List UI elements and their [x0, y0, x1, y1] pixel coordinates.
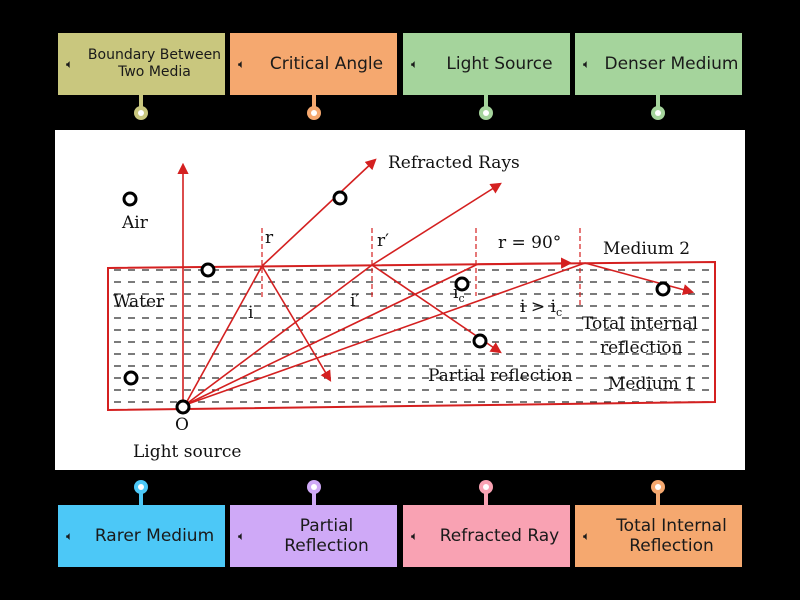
speaker-icon[interactable]: 🔈︎ — [238, 528, 246, 543]
label-text: Total Internal Reflection — [616, 516, 727, 556]
reflected-ray-1 — [261, 265, 332, 382]
label-text: Light Source — [446, 54, 553, 74]
r-prime-text: r′ — [377, 231, 389, 251]
drop-target-critical-angle — [454, 276, 470, 292]
label-text: Boundary Between Two Media — [87, 47, 222, 80]
drop-target-air — [122, 191, 138, 207]
incident-ray-2 — [184, 264, 373, 406]
label-tile-critical-angle[interactable]: 🔈︎ Critical Angle — [230, 33, 397, 95]
label-tile-partial-reflection[interactable]: 🔈︎ Partial Reflection — [230, 505, 397, 567]
refracted-ray-2 — [371, 182, 502, 266]
water-text: Water — [113, 292, 165, 312]
air-text: Air — [121, 213, 149, 233]
label-text: Denser Medium — [604, 54, 739, 74]
refraction-diagram: Refracted Rays Air Water r r′ r = 90° Me… — [107, 153, 716, 462]
speaker-icon[interactable]: 🔈︎ — [66, 528, 74, 543]
ic-text: ic — [453, 283, 465, 305]
o-text: O — [175, 415, 189, 435]
label-text: Critical Angle — [269, 54, 384, 74]
drop-target-light-source — [175, 399, 191, 415]
i-greater-ic-text: i > ic — [520, 297, 562, 319]
light-source-text: Light source — [133, 442, 241, 462]
partial-reflection-text: Partial reflection — [428, 366, 573, 386]
normals — [261, 228, 581, 305]
label-tile-total-internal-reflection[interactable]: 🔈︎ Total Internal Reflection — [575, 505, 742, 567]
label-text: Rarer Medium — [94, 526, 215, 546]
tir-text-1: Total internal — [582, 314, 698, 334]
speaker-icon[interactable]: 🔈︎ — [238, 56, 246, 71]
refracted-ray-1 — [261, 158, 377, 267]
speaker-icon[interactable]: 🔈︎ — [411, 56, 419, 71]
grazing-ray — [477, 257, 573, 269]
speaker-icon[interactable]: 🔈︎ — [411, 528, 419, 543]
i-text: i — [248, 303, 254, 323]
rays — [177, 158, 695, 406]
refracted-rays-text: Refracted Rays — [388, 153, 520, 173]
tir-ray — [584, 262, 695, 296]
label-tile-boundary[interactable]: 🔈︎ Boundary Between Two Media — [58, 33, 225, 95]
speaker-icon[interactable]: 🔈︎ — [583, 56, 591, 71]
drop-target-boundary — [200, 262, 216, 278]
label-tile-denser-medium[interactable]: 🔈︎ Denser Medium — [575, 33, 742, 95]
incident-ray-tir — [184, 262, 586, 406]
label-text: Partial Reflection — [284, 516, 369, 556]
medium-2-text: Medium 2 — [603, 239, 690, 259]
incident-ray-critical — [184, 263, 479, 406]
drop-target-water — [123, 370, 139, 386]
label-text: Refracted Ray — [439, 526, 560, 546]
tir-text-2: reflection — [600, 338, 683, 358]
label-tile-rarer-medium[interactable]: 🔈︎ Rarer Medium — [58, 505, 225, 567]
speaker-icon[interactable]: 🔈︎ — [583, 528, 591, 543]
drop-target-tir — [655, 281, 671, 297]
label-tile-refracted-ray[interactable]: 🔈︎ Refracted Ray — [403, 505, 570, 567]
i-prime-text: i′ — [350, 291, 359, 311]
label-tile-light-source[interactable]: 🔈︎ Light Source — [403, 33, 570, 95]
diagram-image: Refracted Rays Air Water r r′ r = 90° Me… — [55, 130, 745, 470]
speaker-icon[interactable]: 🔈︎ — [66, 56, 74, 71]
r-text: r — [265, 228, 274, 248]
drop-target-refracted-ray — [332, 190, 348, 206]
drop-target-partial-reflection — [472, 333, 488, 349]
drop-targets[interactable] — [122, 190, 671, 415]
incident-ray-1 — [184, 265, 263, 406]
r-90-text: r = 90° — [498, 233, 561, 253]
medium-1-text: Medium 1 — [608, 374, 695, 394]
